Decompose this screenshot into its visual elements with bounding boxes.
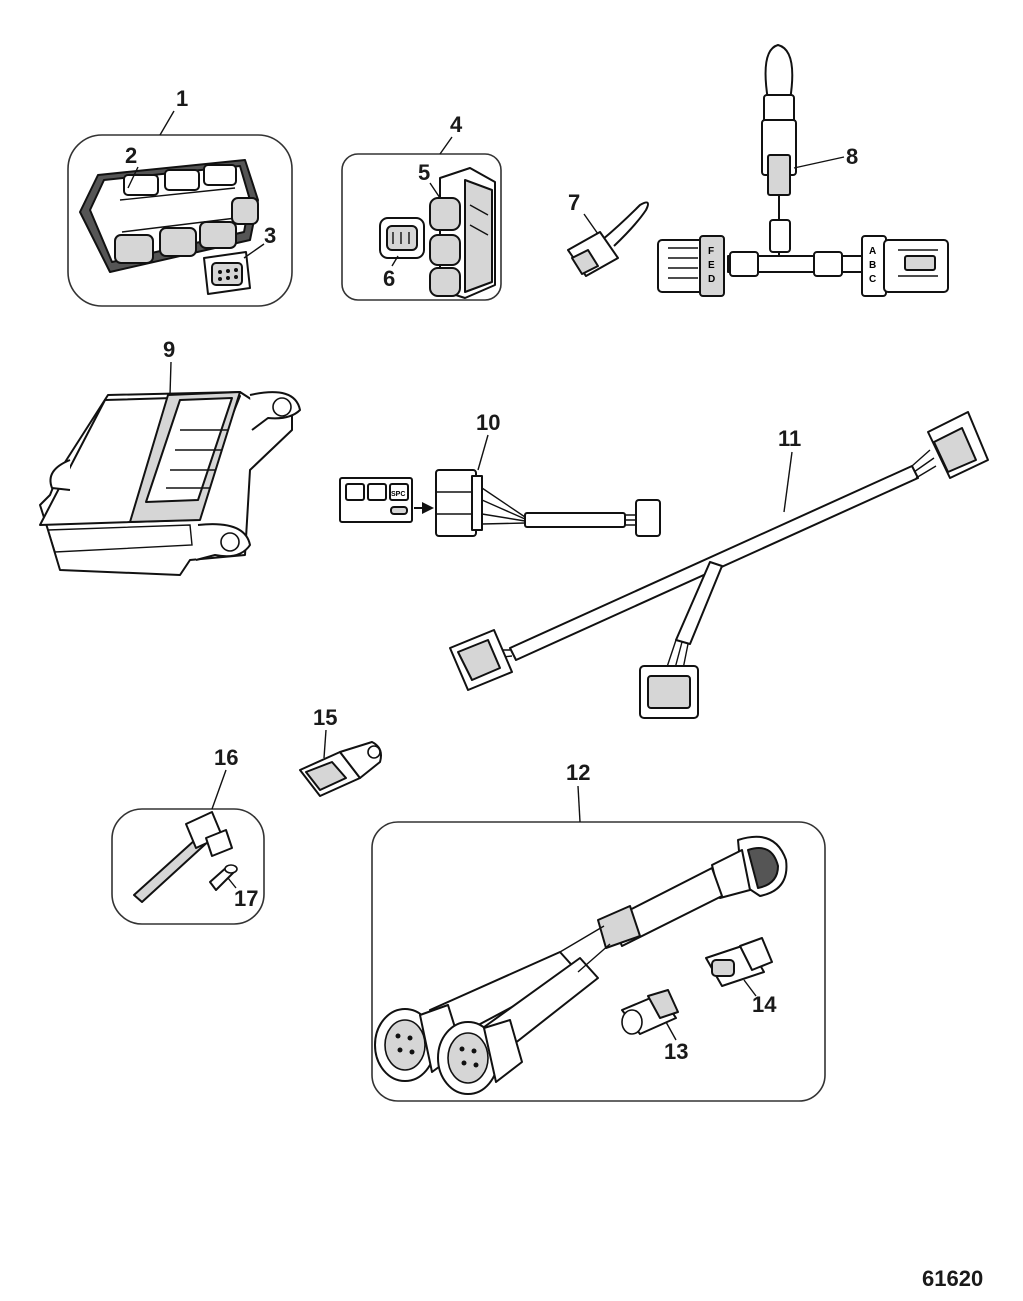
callout-5: 5 (418, 160, 430, 185)
callout-12: 12 (566, 760, 590, 785)
round-connector-left (374, 1004, 463, 1082)
pin-label-f: F (708, 246, 714, 257)
callout-14: 14 (752, 992, 777, 1017)
callout-1: 1 (176, 86, 188, 111)
round-connector-right (437, 1019, 523, 1095)
part-8-harness: F E D A B C (657, 43, 949, 297)
part-6-small-connector (379, 217, 425, 259)
pin-label-b: B (869, 260, 876, 271)
part-1-connector-kit (67, 134, 293, 307)
callout-15: 15 (313, 705, 337, 730)
callout-17: 17 (234, 886, 258, 911)
callout-2: 2 (125, 143, 137, 168)
figure-number: 61620 (922, 1266, 983, 1291)
callout-6: 6 (383, 266, 395, 291)
pin-label-e: E (708, 260, 715, 271)
pin-label-a: A (869, 246, 876, 257)
pin-label-d: D (708, 274, 715, 285)
part-9-control-module (39, 391, 301, 576)
part-12-adapter-harness (371, 821, 826, 1102)
arrow-icon (422, 502, 434, 514)
part-8-left-connector: F E D (657, 235, 725, 297)
leader-lines (127, 110, 845, 1041)
spc-icon-text: SPC (391, 491, 405, 498)
callout-7: 7 (568, 190, 580, 215)
part-11-y-harness (449, 411, 989, 719)
part-3-small-connector (203, 251, 251, 295)
part-10-switch-harness: SPC (339, 469, 661, 537)
callout-16: 16 (214, 745, 238, 770)
callout-3: 3 (264, 223, 276, 248)
callout-9: 9 (163, 337, 175, 362)
part-16-tool-kit (111, 808, 265, 925)
pin-label-c: C (869, 274, 876, 285)
callout-10: 10 (476, 410, 500, 435)
connector-cavities (114, 164, 259, 264)
part-17-pin (209, 864, 238, 891)
part-13-connector (621, 989, 679, 1035)
part-15-connector (299, 741, 382, 797)
part-7-jumper-plug (567, 201, 649, 277)
switch-icons: SPC (345, 483, 409, 515)
callout-numbers: 1 2 3 4 5 6 7 8 9 10 11 12 13 14 15 16 1… (125, 86, 858, 1064)
callout-8: 8 (846, 144, 858, 169)
part-5-triple-connector (429, 167, 496, 299)
part-8-right-connector: A B C (861, 235, 949, 297)
callout-11: 11 (778, 426, 801, 451)
callout-13: 13 (664, 1039, 688, 1064)
part-4-connector-kit (341, 153, 502, 301)
part-14-connector (705, 937, 773, 987)
callout-4: 4 (450, 112, 463, 137)
